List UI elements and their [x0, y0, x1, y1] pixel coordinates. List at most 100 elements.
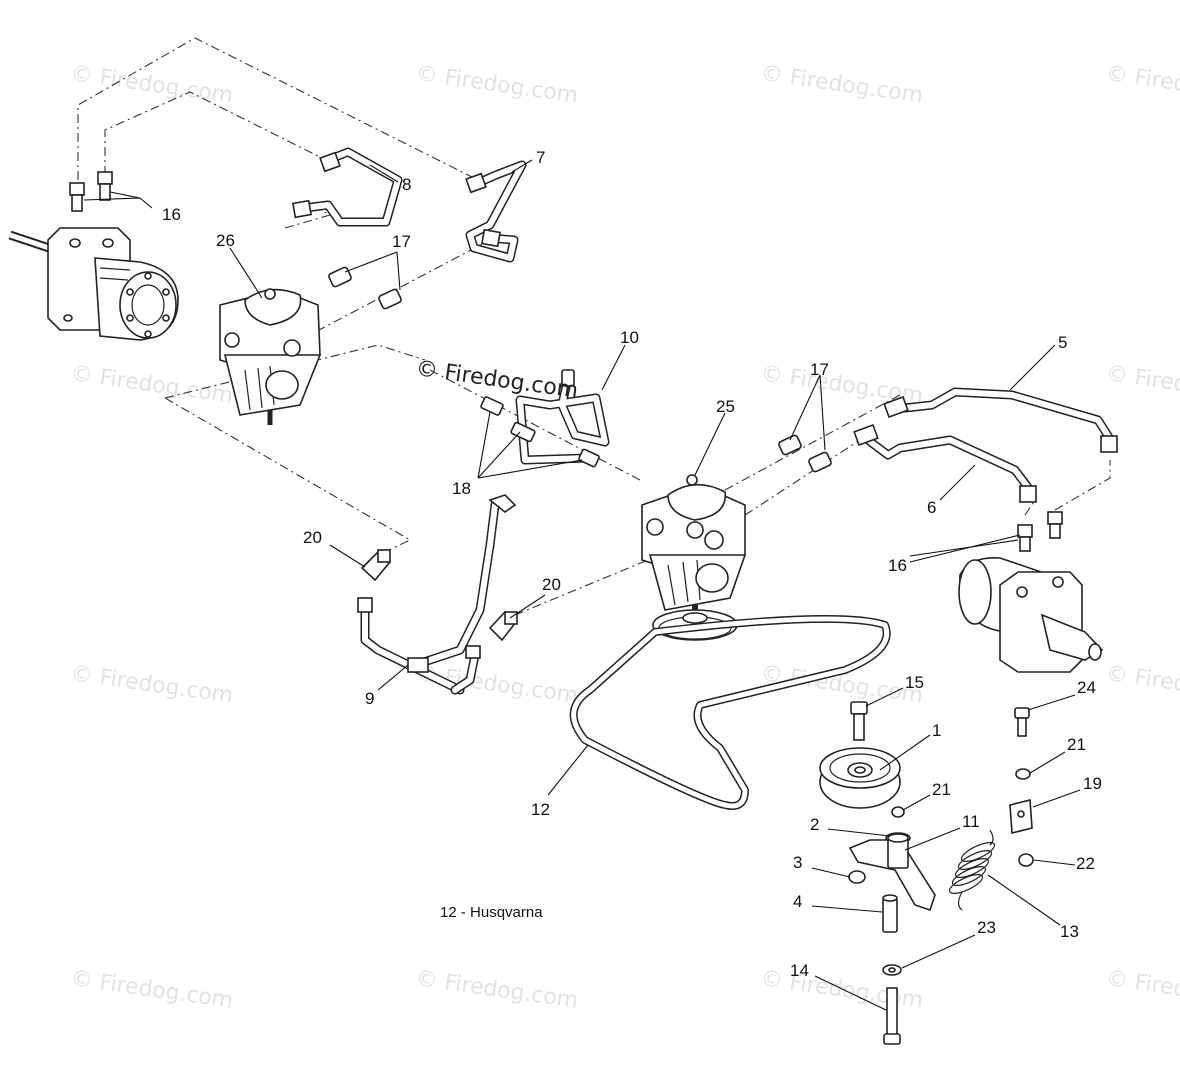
washer-23	[882, 964, 902, 976]
watermark-layer: © Firedog.com © Firedog.com © Firedog.co…	[69, 61, 1180, 1014]
nut-22	[1018, 853, 1034, 867]
callout-label: 19	[1083, 774, 1102, 793]
watermark: © Firedog.com	[414, 661, 580, 709]
leader-line	[811, 905, 883, 913]
fitting-16-left	[69, 171, 113, 212]
nut-3	[848, 870, 866, 884]
callout-label: 15	[905, 673, 924, 692]
leader-line	[904, 827, 961, 851]
callout-label: 4	[793, 892, 802, 911]
leader-line	[109, 191, 141, 199]
watermark: © Firedog.com	[69, 966, 235, 1014]
leader-line	[901, 934, 976, 969]
nut-21-right	[1015, 768, 1031, 780]
fitting-17-upper	[328, 266, 402, 310]
callout-label: 13	[1060, 922, 1079, 941]
watermark: © Firedog.com	[1104, 661, 1180, 709]
watermark: © Firedog.com	[1104, 61, 1180, 109]
leader-line	[1009, 344, 1056, 391]
callout-label: 3	[793, 853, 802, 872]
watermark: © Firedog.com	[69, 361, 235, 409]
route-line	[429, 369, 641, 481]
leader-line	[902, 794, 931, 811]
tube-5	[883, 387, 1118, 453]
idler-pulley-1	[819, 747, 901, 809]
wheel-motor-left	[8, 227, 179, 341]
leader-line	[694, 412, 726, 476]
callout-label: 17	[810, 360, 829, 379]
leader-line	[329, 544, 366, 568]
leader-line	[229, 247, 263, 299]
callout-label: 20	[303, 528, 322, 547]
fitting-20-lower	[488, 610, 518, 642]
leader-line	[1032, 789, 1081, 808]
leader-line	[344, 251, 398, 273]
leader-line	[369, 164, 399, 183]
callout-label: 10	[620, 328, 639, 347]
callout-label: 12	[531, 800, 550, 819]
spring-13	[948, 829, 996, 911]
route-line	[104, 91, 331, 175]
bolt-15	[850, 701, 868, 741]
callout-label: 16	[162, 205, 181, 224]
leader-line	[1027, 694, 1076, 711]
route-line	[724, 394, 901, 491]
tube-7	[465, 160, 527, 263]
leader-line	[819, 374, 826, 451]
callout-label: 18	[452, 479, 471, 498]
route-line	[164, 397, 412, 553]
watermark: © Firedog.com	[759, 61, 925, 109]
leader-line	[477, 459, 583, 479]
callout-label: 20	[542, 575, 561, 594]
callout-label: 22	[1076, 854, 1095, 873]
diagram-caption: 12 - Husqvarna	[440, 904, 543, 921]
callout-label: 2	[810, 815, 819, 834]
callout-label: 6	[927, 498, 936, 517]
hose-9	[357, 494, 517, 695]
callout-label: 14	[790, 961, 809, 980]
bracket-19	[1009, 798, 1033, 835]
fitting-16-right	[1017, 511, 1063, 552]
leader-lines	[83, 159, 1081, 1011]
route-line	[514, 554, 661, 616]
leader-line	[987, 874, 1061, 926]
bolt-24	[1014, 707, 1030, 737]
leader-line	[601, 344, 626, 391]
callout-label: 8	[402, 175, 411, 194]
route-line	[299, 239, 491, 341]
leader-line	[909, 534, 1021, 563]
fitting-18	[480, 396, 600, 468]
callout-labels: 16 26 17 8 7 10 5 17 25 18 6 16 20 20 9 …	[162, 148, 1102, 980]
callout-label: 24	[1077, 678, 1096, 697]
tube-6	[853, 423, 1037, 503]
leader-line	[1033, 859, 1076, 866]
route-line	[77, 37, 479, 181]
callout-label: 23	[977, 918, 996, 937]
wheel-motor-right	[958, 557, 1104, 673]
route-line	[744, 439, 861, 516]
spacer-4	[882, 894, 898, 933]
center-watermark: © Firedog.com	[414, 356, 580, 404]
watermark: © Firedog.com	[414, 61, 580, 109]
fitting-20-upper	[360, 549, 392, 582]
callout-label: 5	[1058, 333, 1067, 352]
leader-line	[1029, 751, 1066, 774]
callout-label: 1	[932, 721, 941, 740]
watermark: © Firedog.com	[1104, 966, 1180, 1014]
pump-25	[641, 474, 747, 641]
leader-line	[827, 828, 891, 837]
callout-label: 25	[716, 397, 735, 416]
leader-line	[939, 464, 976, 501]
tube-10	[515, 369, 610, 465]
leader-line	[511, 159, 533, 173]
leader-line	[811, 867, 851, 878]
leader-line	[83, 197, 153, 209]
callout-label: 11	[962, 812, 980, 831]
leader-line	[477, 431, 521, 479]
leader-line	[814, 975, 887, 1011]
leader-line	[547, 744, 589, 796]
leader-line	[879, 734, 931, 771]
tube-8	[291, 147, 403, 227]
